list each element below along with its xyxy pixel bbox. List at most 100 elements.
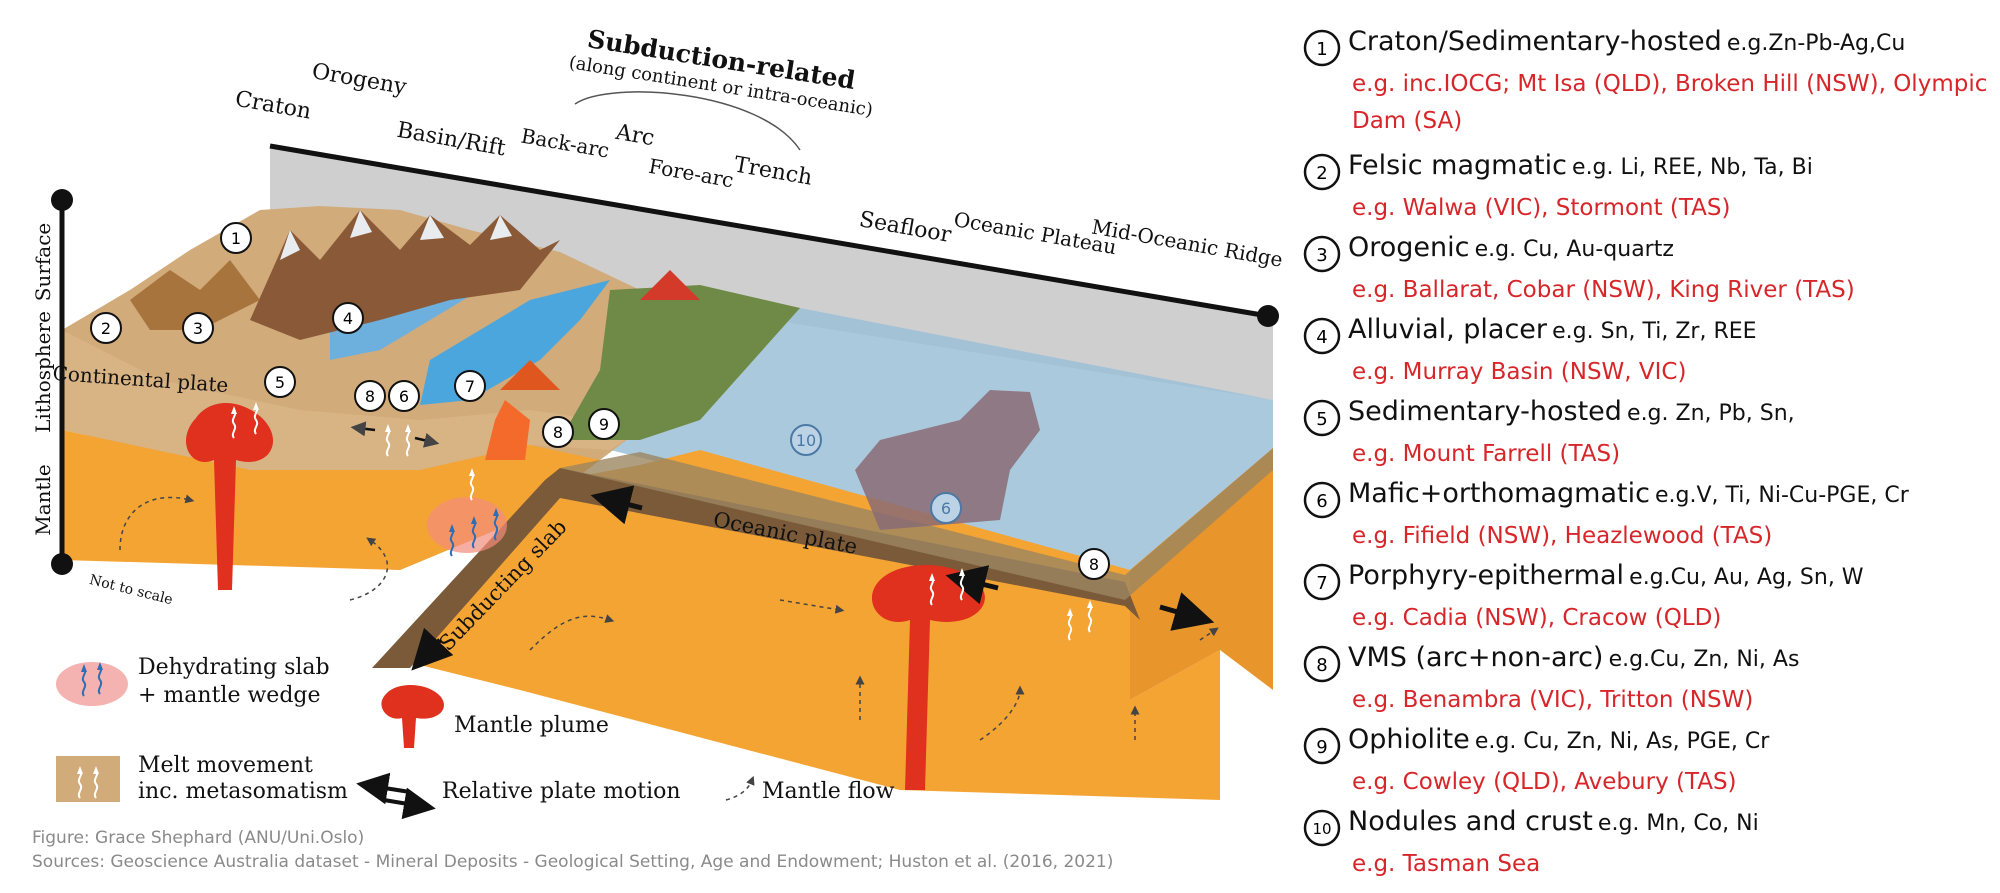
tectonic-setting-diagram: 1 2 3 4 5 8 6 7 8 9 10 6 8 Subduction-re… — [31, 24, 1285, 820]
legend-title-8: VMS (arc+non-arc) e.g.Cu, Zn, Ni, As — [1348, 642, 1800, 673]
legend-title-1: Craton/Sedimentary-hosted e.g.Zn-Pb-Ag,C… — [1348, 26, 1906, 57]
marker-2: 2 — [90, 312, 122, 344]
label-not-to-scale: Not to scale — [88, 572, 175, 608]
orogeny-mountains — [250, 210, 560, 340]
key-relative-motion: Relative plate motion — [442, 779, 681, 804]
svg-text:8: 8 — [365, 387, 375, 406]
legend-title-3: Orogenic e.g. Cu, Au-quartz — [1348, 232, 1674, 263]
label-orogeny: Orogeny — [310, 59, 409, 100]
figure-credits: Figure: Grace Shephard (ANU/Uni.Oslo) So… — [32, 826, 1113, 874]
marker-6b: 6 — [930, 492, 962, 524]
depth-axis-bottom — [51, 553, 73, 575]
legend-examples-8: e.g. Benambra (VIC), Tritton (NSW) — [1352, 687, 1754, 713]
arc-magma — [485, 400, 530, 460]
mantle-plume-left — [186, 403, 274, 590]
legend-entry-6: 6 Mafic+orthomagmatic e.g.V, Ti, Ni-Cu-P… — [1302, 474, 1992, 556]
key-motion-icon — [356, 772, 436, 820]
key-plume-icon — [381, 685, 444, 748]
svg-text:9: 9 — [1316, 737, 1327, 758]
legend-title-5: Sedimentary-hosted e.g. Zn, Pb, Sn, — [1348, 396, 1795, 427]
badge-4: 4 — [1303, 317, 1341, 355]
marker-5: 5 — [264, 366, 296, 398]
marker-4: 4 — [332, 302, 364, 334]
badge-8: 8 — [1303, 645, 1341, 683]
arc-volcano — [640, 270, 700, 300]
legend-title-4: Alluvial, placer e.g. Sn, Ti, Zr, REE — [1348, 314, 1757, 345]
legend-title-9: Ophiolite e.g. Cu, Zn, Ni, As, PGE, Cr — [1348, 724, 1770, 755]
svg-text:3: 3 — [1316, 245, 1327, 266]
badge-10: 10 — [1303, 809, 1341, 847]
legend-examples-2: e.g. Walwa (VIC), Stormont (TAS) — [1352, 195, 1731, 221]
label-lithosphere: Lithosphere — [31, 311, 55, 433]
legend-entry-7: 7 Porphyry-epithermal e.g.Cu, Au, Ag, Sn… — [1302, 556, 1992, 638]
marker-1: 1 — [220, 222, 252, 254]
legend-examples-7: e.g. Cadia (NSW), Cracow (QLD) — [1352, 605, 1722, 631]
craton-hills — [130, 260, 260, 330]
legend-examples-1: e.g. inc.IOCG; Mt Isa (QLD), Broken Hill… — [1352, 71, 1988, 134]
legend-examples-9: e.g. Cowley (QLD), Avebury (TAS) — [1352, 769, 1737, 795]
mantle-right-face — [1130, 448, 1273, 700]
key-flow-icon — [725, 775, 755, 801]
svg-text:1: 1 — [1316, 39, 1327, 60]
marker-7: 7 — [454, 370, 486, 402]
key-dehydrating-line1: Dehydrating slab — [138, 655, 330, 680]
setting-axis-end — [1257, 305, 1279, 327]
back-wall — [270, 146, 1273, 400]
marker-8b: 8 — [542, 416, 574, 448]
arc-volcano-2 — [500, 360, 560, 390]
small-motion-arrows — [350, 421, 440, 448]
legend-title-7: Porphyry-epithermal e.g.Cu, Au, Ag, Sn, … — [1348, 560, 1864, 591]
badge-3: 3 — [1303, 235, 1341, 273]
setting-axis — [269, 143, 1269, 319]
legend-examples-5: e.g. Mount Farrell (TAS) — [1352, 441, 1621, 467]
label-craton: Craton — [233, 87, 313, 125]
key-melt-line2: inc. metasomatism — [138, 779, 348, 804]
key-dehydrating-swatch — [56, 662, 128, 706]
oceanic-mantle-front — [400, 450, 1220, 800]
label-mid-oceanic-ridge: Mid-Oceanic Ridge — [1090, 214, 1285, 271]
svg-text:6: 6 — [941, 499, 951, 518]
label-basin-rift: Basin/Rift — [395, 118, 508, 162]
svg-text:4: 4 — [343, 309, 353, 328]
legend-entry-5: 5 Sedimentary-hosted e.g. Zn, Pb, Sn, e.… — [1302, 392, 1992, 474]
legend-entry-4: 4 Alluvial, placer e.g. Sn, Ti, Zr, REE … — [1302, 310, 1992, 392]
key-melt-line1: Melt movement — [138, 753, 313, 778]
label-seafloor: Seafloor — [857, 207, 953, 248]
svg-text:8: 8 — [1316, 655, 1327, 676]
legend-entry-2: 2 Felsic magmatic e.g. Li, REE, Nb, Ta, … — [1302, 146, 1992, 228]
legend-title-6: Mafic+orthomagmatic e.g.V, Ti, Ni-Cu-PGE… — [1348, 478, 1909, 509]
deposit-legend: 1 Craton/Sedimentary-hosted e.g.Zn-Pb-Ag… — [1302, 22, 1992, 884]
svg-text:4: 4 — [1316, 327, 1327, 348]
legend-entry-9: 9 Ophiolite e.g. Cu, Zn, Ni, As, PGE, Cr… — [1302, 720, 1992, 802]
svg-text:2: 2 — [101, 319, 111, 338]
svg-text:3: 3 — [193, 319, 203, 338]
key-melt-swatch — [56, 756, 120, 802]
credit-sources: Sources: Geoscience Australia dataset - … — [32, 852, 1114, 872]
svg-text:9: 9 — [599, 415, 609, 434]
diagram-markers: 1 2 3 4 5 8 6 7 8 9 10 6 8 — [90, 222, 1110, 580]
badge-7: 7 — [1303, 563, 1341, 601]
key-mantle-flow: Mantle flow — [762, 779, 895, 804]
subduction-bracket — [574, 91, 801, 151]
legend-entry-1: 1 Craton/Sedimentary-hosted e.g.Zn-Pb-Ag… — [1302, 22, 1992, 146]
label-fore-arc: Fore-arc — [647, 154, 736, 193]
key-dehydrating-line2: + mantle wedge — [138, 683, 321, 708]
svg-text:8: 8 — [1089, 555, 1099, 574]
mantle-plume-right — [871, 565, 985, 790]
legend-entry-10: 10 Nodules and crust e.g. Mn, Co, Ni e.g… — [1302, 802, 1992, 884]
marker-9: 9 — [588, 408, 620, 440]
legend-examples-3: e.g. Ballarat, Cobar (NSW), King River (… — [1352, 277, 1855, 303]
svg-text:1: 1 — [231, 229, 241, 248]
label-trench: Trench — [732, 152, 814, 190]
marker-8a: 8 — [354, 380, 386, 412]
legend-examples-4: e.g. Murray Basin (NSW, VIC) — [1352, 359, 1687, 385]
label-surface: Surface — [31, 223, 55, 302]
mantle-flow-lines — [119, 494, 1219, 741]
marker-10: 10 — [790, 424, 822, 456]
credit-figure: Figure: Grace Shephard (ANU/Uni.Oslo) — [32, 828, 365, 848]
label-arc: Arc — [613, 120, 656, 152]
label-mantle: Mantle — [31, 464, 55, 536]
svg-text:10: 10 — [796, 431, 816, 450]
legend-examples-6: e.g. Fifield (NSW), Heazlewood (TAS) — [1352, 523, 1773, 549]
badge-2: 2 — [1303, 153, 1341, 191]
